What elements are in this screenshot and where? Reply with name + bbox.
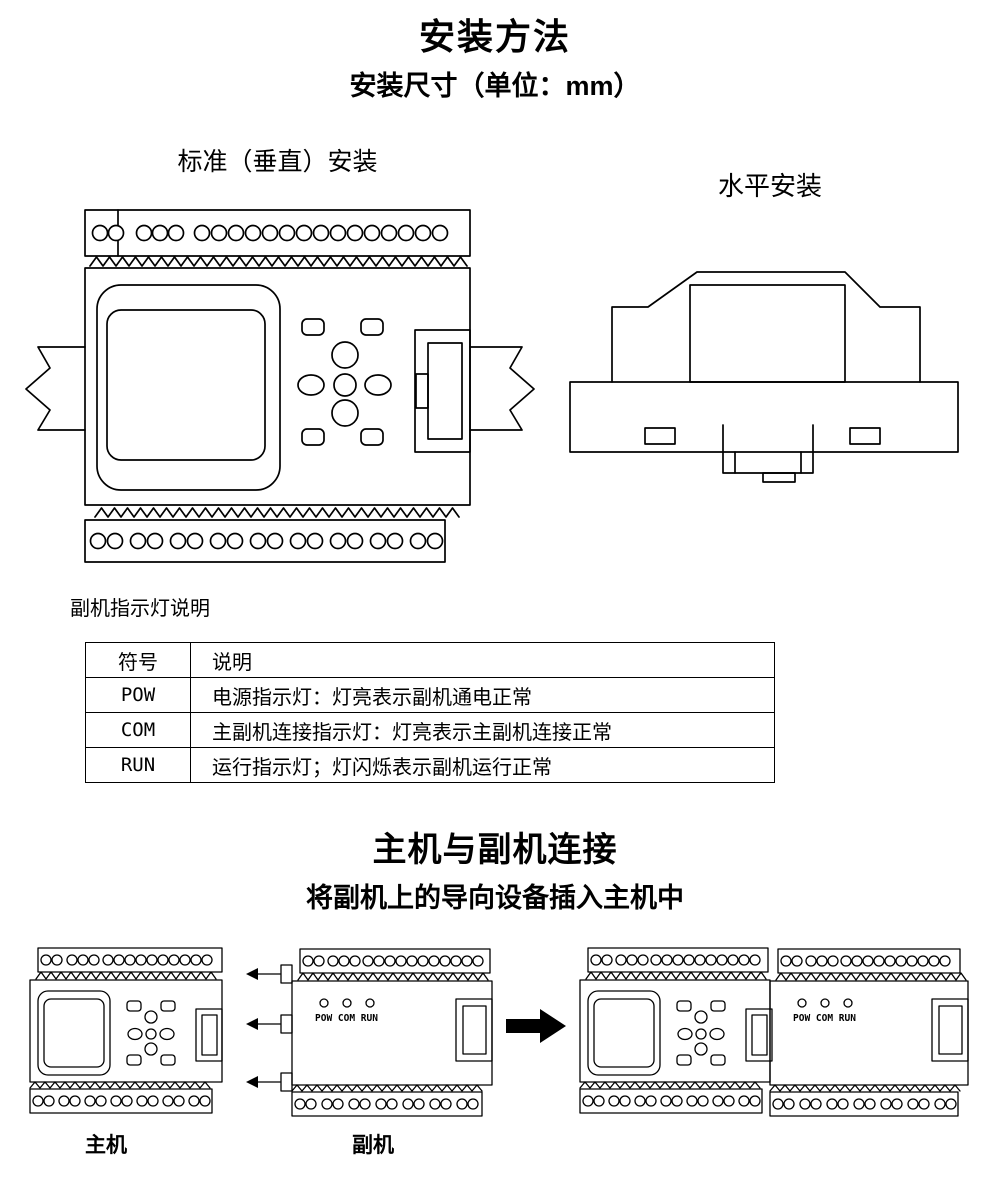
run-description-cell: 运行指示灯；灯闪烁表示副机运行正常: [190, 747, 775, 783]
mount-base: [569, 381, 959, 453]
slave-unit-label: 副机: [352, 1133, 394, 1157]
indicator-heading: 副机指示灯说明: [70, 598, 210, 620]
indicator-row-pow: POW 电源指示灯：灯亮表示副机通电正常: [85, 677, 775, 713]
vertical-install-diagram: [25, 209, 535, 563]
pow-symbol-cell: POW: [85, 677, 191, 713]
page-title: 安装方法: [418, 16, 571, 57]
indicator-row-run: RUN 运行指示灯；灯闪烁表示副机运行正常: [85, 747, 775, 783]
din-clip: [722, 424, 814, 483]
expansion-port: [414, 329, 471, 453]
connection-diagram: POW COM RUN: [29, 947, 969, 1117]
connection-subtitle: 将副机上的导向设备插入主机中: [306, 883, 684, 913]
symbol-column-header: 符号: [85, 642, 191, 678]
master-unit: [29, 947, 223, 1114]
slave-unit: POW COM RUN: [280, 948, 493, 1117]
module-body: [84, 267, 471, 506]
indicator-table: 符号 说明 POW 电源指示灯：灯亮表示副机通电正常 COM 主副机连接指示灯：…: [85, 642, 775, 783]
page-subtitle: 安装尺寸（单位：mm）: [349, 71, 641, 101]
combined-slave-led-labels: POW COM RUN: [793, 1013, 856, 1024]
indicator-row-com: COM 主副机连接指示灯：灯亮表示主副机连接正常: [85, 712, 775, 748]
description-column-header: 说明: [190, 642, 775, 678]
din-rail-right: [469, 346, 535, 431]
combined-slave-led-lights: [797, 998, 853, 1008]
connection-title: 主机与副机连接: [372, 831, 618, 869]
combined-master-unit: [579, 947, 773, 1114]
horizontal-install-diagram: [569, 271, 959, 483]
keypad-buttons: [297, 318, 392, 446]
bottom-terminal-block: [84, 507, 460, 563]
master-keypad: [126, 1000, 176, 1066]
master-unit-label: 主机: [85, 1133, 127, 1157]
combined-slave-unit: POW COM RUN: [769, 948, 969, 1117]
slave-led-lights: [319, 998, 375, 1008]
indicator-table-header-row: 符号 说明: [85, 642, 775, 678]
top-terminal-block: [84, 209, 471, 267]
pow-description-cell: 电源指示灯：灯亮表示副机通电正常: [190, 677, 775, 713]
display-window: [96, 284, 281, 491]
combined-master-keypad: [676, 1000, 726, 1066]
slave-led-labels: POW COM RUN: [315, 1013, 378, 1024]
vertical-install-label: 标准（垂直）安装: [177, 148, 378, 176]
com-symbol-cell: COM: [85, 712, 191, 748]
din-rail-left: [25, 346, 86, 431]
module-profile: [611, 271, 921, 383]
com-description-cell: 主副机连接指示灯：灯亮表示主副机连接正常: [190, 712, 775, 748]
horizontal-install-label: 水平安装: [717, 171, 822, 201]
insert-arrows: [246, 968, 281, 1088]
flow-arrow: [506, 1009, 566, 1043]
run-symbol-cell: RUN: [85, 747, 191, 783]
